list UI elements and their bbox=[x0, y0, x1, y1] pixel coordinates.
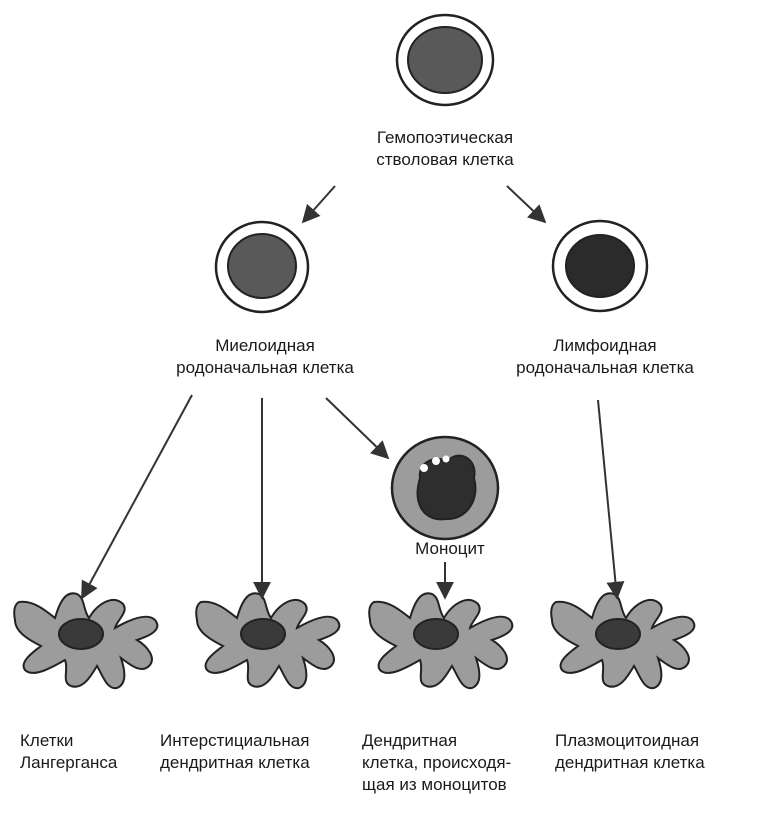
arrows bbox=[82, 186, 617, 598]
arrow-lymphoid-to-plasmacytoid bbox=[598, 400, 617, 598]
label-monocyte: Моноцит bbox=[385, 538, 515, 560]
dendritic-nucleus bbox=[414, 619, 458, 649]
label-myeloid-progenitor: Миелоидная родоначальная клетка bbox=[120, 335, 410, 379]
arrow-myeloid-to-langerhans bbox=[82, 395, 192, 598]
label-lymphoid-progenitor: Лимфоидная родоначальная клетка bbox=[460, 335, 750, 379]
myeloid-progenitor-cell bbox=[216, 222, 308, 312]
dendritic-nucleus bbox=[596, 619, 640, 649]
plasmacytoid-dendritic-cell bbox=[551, 593, 694, 688]
monocyte-derived-dendritic-cell bbox=[369, 593, 512, 688]
stem-cell bbox=[397, 15, 493, 105]
arrow-myeloid-to-monocyte bbox=[326, 398, 388, 458]
label-stem-cell: Гемопоэтическая стволовая клетка bbox=[330, 127, 560, 171]
label-monocyte-derived-dc: Дендритная клетка, происходя- щая из мон… bbox=[362, 730, 557, 796]
arrow-stem-to-lymphoid bbox=[507, 186, 545, 222]
label-interstitial-dc: Интерстициальная дендритная клетка bbox=[160, 730, 365, 774]
lymphoid-progenitor-cell bbox=[553, 221, 647, 311]
langerhans-dendritic-cell bbox=[14, 593, 157, 688]
arrow-stem-to-myeloid bbox=[303, 186, 335, 222]
interstitial-dendritic-cell bbox=[196, 593, 339, 688]
label-langerhans-cells: Клетки Лангерганса bbox=[20, 730, 160, 774]
dendritic-nucleus bbox=[241, 619, 285, 649]
monocyte-cell bbox=[392, 437, 498, 539]
dendritic-nucleus bbox=[59, 619, 103, 649]
label-plasmacytoid-dc: Плазмоцитоидная дендритная клетка bbox=[555, 730, 760, 774]
